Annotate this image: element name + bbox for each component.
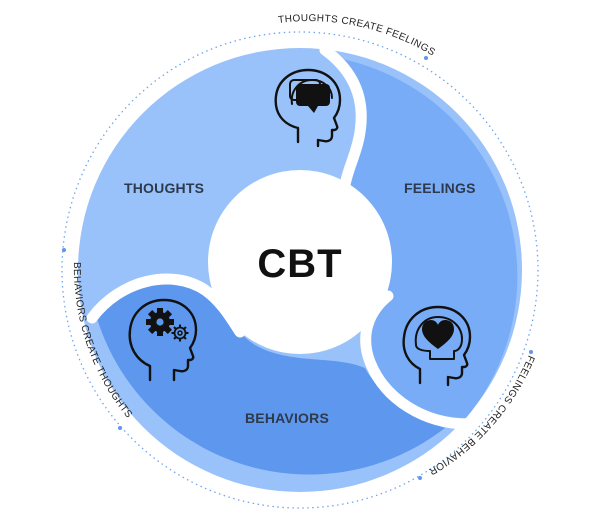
head-outline xyxy=(274,68,342,148)
cycle-ring xyxy=(61,31,539,509)
cycle-arrow-dot-left xyxy=(62,248,66,252)
head-speech-bubble-icon xyxy=(274,68,342,148)
cycle-arrow-dot-top xyxy=(424,56,428,60)
heart xyxy=(422,320,454,349)
head-heart-icon xyxy=(402,305,472,387)
segment-label-behaviors: BEHAVIORS xyxy=(245,410,329,426)
center-circle xyxy=(208,170,392,354)
speech-bubble-tail xyxy=(308,106,318,113)
brain-outline xyxy=(414,316,463,360)
cycle-arrow-dot-bottom-right xyxy=(418,476,422,480)
speech-bubble-back xyxy=(289,79,321,101)
speech-bubble xyxy=(296,84,330,106)
cycle-arrow-dot-right xyxy=(529,350,533,354)
segment-label-thoughts: THOUGHTS xyxy=(124,180,204,196)
cycle-arrow-dot-bottom-left xyxy=(118,426,122,430)
head-outline xyxy=(402,305,472,387)
small-gear xyxy=(171,324,189,342)
center-label: CBT xyxy=(257,242,342,286)
large-gear xyxy=(146,308,174,336)
segment-label-feelings: FEELINGS xyxy=(404,180,476,196)
head-outline xyxy=(128,298,198,382)
